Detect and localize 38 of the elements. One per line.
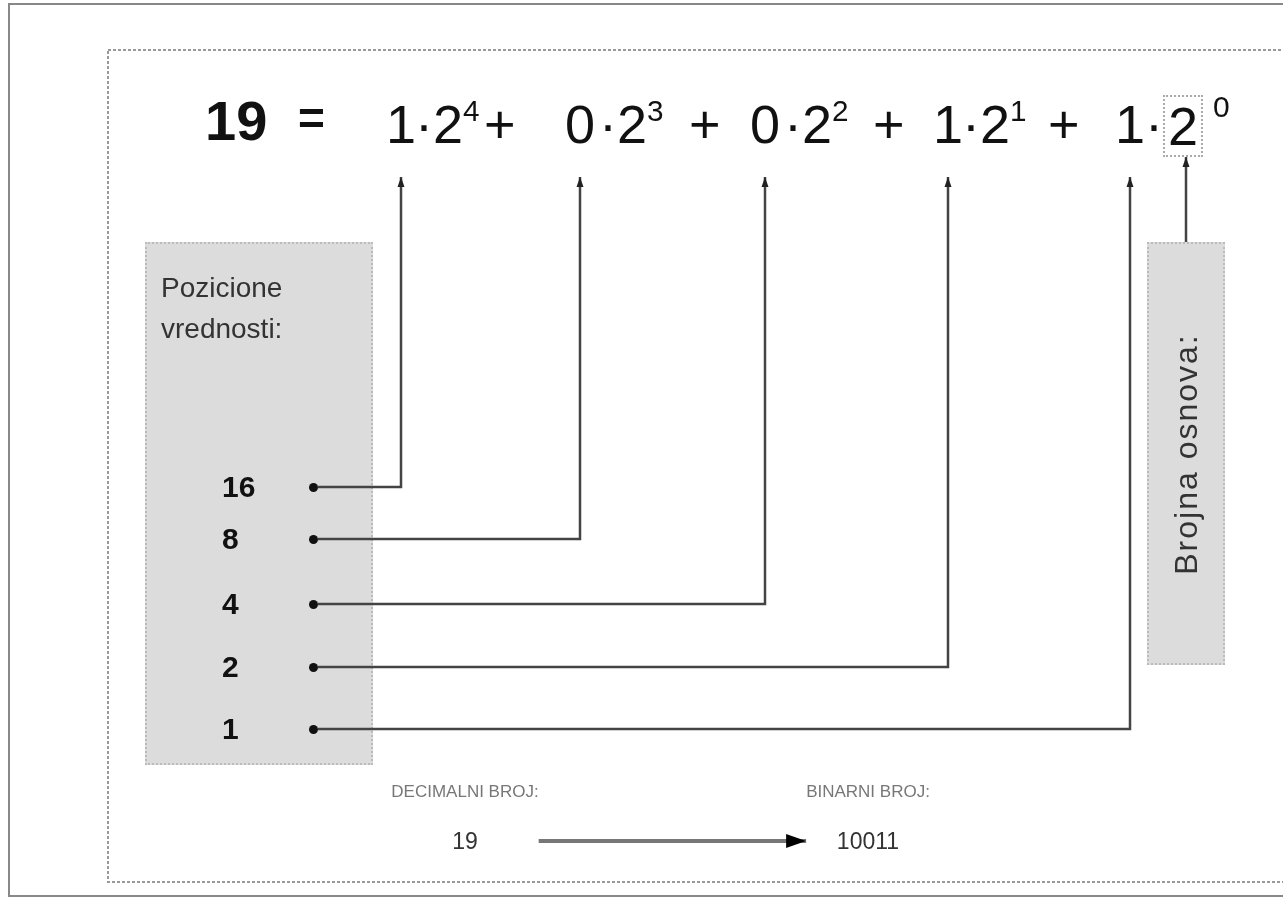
place-value: 1	[222, 714, 239, 744]
exponent-text: 0	[1213, 92, 1230, 122]
base-digit: 2	[1163, 95, 1203, 157]
plus-sign: +	[689, 97, 721, 151]
leader-arrow	[318, 177, 405, 489]
plus-sign: +	[484, 97, 516, 151]
place-value: 2	[222, 652, 239, 682]
coefficient-digit: 0	[565, 97, 595, 177]
arrow	[538, 834, 807, 848]
number-caption: DECIMALNI BROJ:	[391, 782, 539, 802]
multiplication-dot: ·	[1145, 97, 1163, 151]
number-value: 10011	[835, 828, 901, 855]
leader-arrow	[1182, 157, 1190, 242]
place-value: 8	[222, 524, 239, 554]
number-text: 19	[205, 93, 268, 149]
place-value: 16	[222, 472, 256, 502]
leader-arrow	[318, 177, 584, 541]
coefficient-digit: 1	[386, 97, 416, 177]
power-term: ·2$^{3}$	[599, 97, 664, 151]
power-term: ·2$^{4}$	[415, 97, 480, 151]
coefficient-digit: 1	[933, 97, 963, 177]
leader-arrow	[318, 177, 952, 669]
number-caption: BINARNI BROJ:	[806, 782, 930, 802]
power-term: ·2$^{2}$	[784, 97, 849, 151]
plus-sign: +	[1048, 97, 1080, 151]
coefficient-digit: 1	[1115, 97, 1145, 177]
number-value: 19	[451, 828, 479, 855]
power-term: ·2$^{1}$	[962, 97, 1027, 151]
panel-heading: Pozicione vrednosti:	[161, 271, 284, 346]
leader-arrow	[318, 177, 769, 606]
equals-sign: =	[298, 95, 325, 141]
panel-label: Brojna osnova:	[1167, 332, 1205, 575]
place-value: 4	[222, 589, 239, 619]
leader-arrow	[318, 177, 1134, 731]
base-panel	[1147, 242, 1225, 665]
coefficient-digit: 0	[750, 97, 780, 177]
value-panel	[145, 242, 373, 765]
plus-sign: +	[873, 97, 905, 151]
